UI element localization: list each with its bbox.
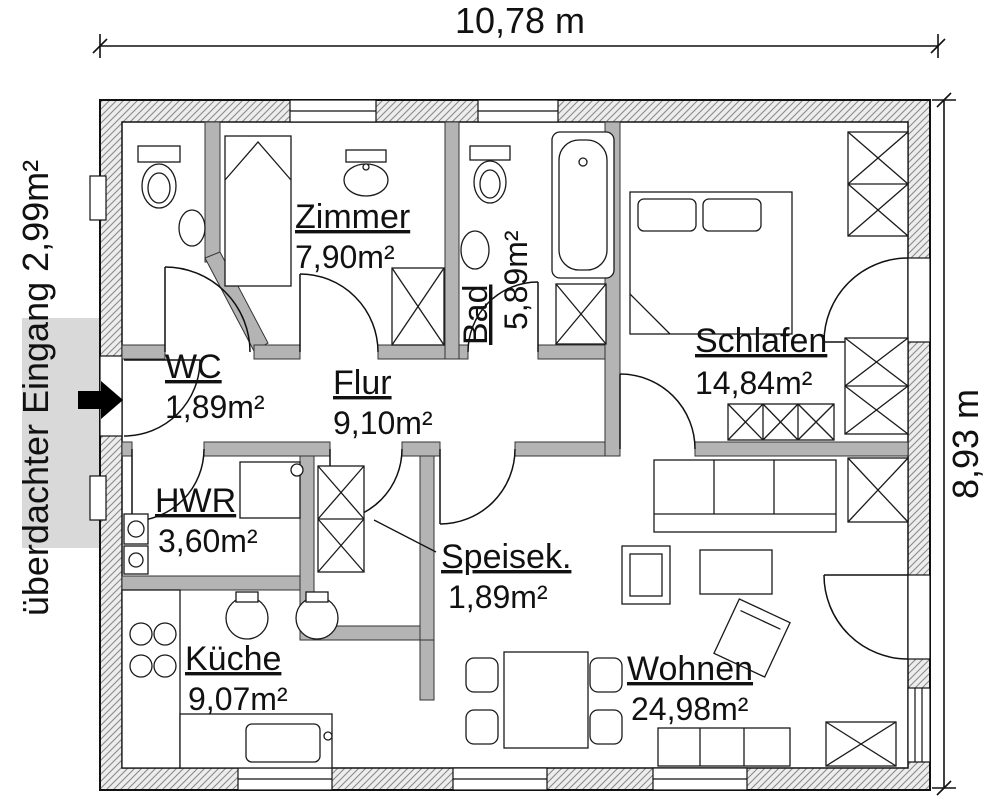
room-label-hwr-name: HWR [155,482,236,520]
chair [589,657,623,693]
room-label-schlafen-name: Schlafen [695,322,827,360]
kueche-fixtures [121,589,339,769]
schlafen-furniture [629,131,909,441]
window-wohnen-right [907,687,931,763]
tv-board [657,727,791,767]
speisekammer-leader-line [373,519,437,553]
terrace-door-schlafen-opening [907,257,931,343]
room-label-flur-area: 9,10m² [333,405,433,441]
stool [295,596,339,640]
terrace-door-wohnen [823,574,909,660]
room-label-schlafen-area: 14,84m² [695,365,813,401]
lounge-chair [713,598,791,678]
coffee-table [699,549,773,595]
zimmer-door [299,273,379,353]
downpipe-box-bottom [89,475,107,521]
room-label-kueche-name: Küche [185,640,281,678]
terrace-door-schlafen [823,257,909,343]
room-label-wc-name: WC [165,348,222,386]
room-label-bad-name: Bad [457,285,495,346]
chair [465,657,499,693]
chair [465,709,499,745]
room-label-wohnen-name: Wohnen [627,650,753,688]
dimension-height-label: 8,93 m [945,389,986,499]
bed-single [224,135,292,287]
entrance-door [123,359,201,437]
kitchen-sink [245,723,321,763]
room-label-kueche-area: 9,07m² [188,681,288,717]
room-label-wohnen-area: 24,98m² [631,691,749,727]
counter-left [121,589,181,769]
stool [225,596,269,640]
dining-table [503,651,589,749]
room-label-wc-area: 1,89m² [165,389,265,425]
room-label-bad-area: 5,89m² [498,230,534,330]
boiler [239,461,301,519]
room-label-zimmer-area: 7,90m² [295,239,395,275]
bad-door [467,281,539,353]
chair [589,709,623,745]
wc-angled-wall [204,251,269,352]
dimension-width-label: 10,78 m [455,0,585,41]
speisekammer-fixtures [317,465,365,573]
room-label-hwr-area: 3,60m² [158,523,258,559]
entrance-arrow-icon [78,381,123,419]
wall-openings [89,99,931,791]
washbasin [460,230,490,270]
covered-entrance-label: überdachter Eingang 2,99m² [15,160,56,616]
wc-fixtures [137,145,206,247]
room-label-speisekammer-area: 1,89m² [448,579,548,615]
zimmer-furniture [224,135,445,346]
room-label-flur-name: Flur [333,364,392,402]
dimension-lines [92,34,956,796]
interior-walls [121,121,909,701]
terrace-door-wohnen-opening [907,574,931,660]
room-label-speisekammer-name: Speisek. [441,538,571,576]
schlafen-door [619,373,696,450]
sofa [653,459,837,533]
wohnen-furniture [465,457,909,767]
wohnen-door [439,448,516,525]
room-label-zimmer-name: Zimmer [295,198,410,236]
wc-door [164,266,251,353]
bad-fixtures [460,131,615,345]
hwr-fixtures [123,461,304,575]
downpipe-box-top [89,175,107,221]
